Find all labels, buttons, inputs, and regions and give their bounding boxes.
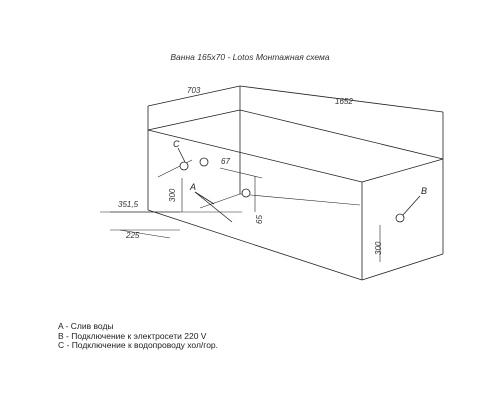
dim-225-line — [119, 229, 171, 239]
box-bottom-right-edge — [361, 253, 444, 281]
connection-point-a — [241, 188, 251, 198]
diagram-title: Ванна 165х70 - Lotos Монтажная схема — [170, 52, 330, 62]
box-top-left-edge — [147, 109, 241, 131]
box-bottom-front-edge — [147, 209, 363, 281]
box-top-right-edge — [361, 158, 444, 183]
leader-b — [401, 195, 421, 217]
box-top-front-edge — [147, 129, 363, 183]
dim-width-label: 703 — [187, 86, 201, 95]
guide-line-3 — [199, 193, 241, 209]
connection-point-c-1 — [179, 161, 189, 171]
label-a: A — [190, 182, 197, 192]
label-b: B — [421, 186, 428, 196]
dim-drain-height-label: 65 — [255, 215, 264, 224]
dim-height-right-label: 300 — [374, 241, 383, 255]
legend: A - Слив воды B - Подключение к электрос… — [58, 321, 219, 351]
leader-a-1 — [194, 191, 215, 205]
box-top-back-edge — [239, 109, 444, 160]
dim-drain-offset-y-label: 225 — [126, 231, 140, 240]
legend-item-a: A - Слив воды — [58, 321, 114, 331]
leader-a-2 — [194, 191, 233, 223]
dim-width-line — [147, 85, 241, 107]
legend-item-b: B - Подключение к электросети 220 V — [58, 330, 207, 341]
connection-point-c-2 — [199, 157, 209, 167]
dim-length-label: 1652 — [335, 97, 353, 106]
dim-height-left-label: 300 — [168, 188, 177, 202]
connection-point-b — [395, 213, 405, 223]
dim-drain-offset-x-label: 351,5 — [118, 200, 139, 209]
dim-length-line — [239, 85, 444, 113]
pipe-gap-line — [219, 167, 263, 179]
dim-pipe-gap-label: 67 — [221, 157, 230, 166]
guide-line-2 — [239, 193, 361, 206]
legend-item-c: C - Подключение к водопроводу хол/гор. — [58, 340, 219, 350]
label-c: C — [173, 139, 180, 149]
